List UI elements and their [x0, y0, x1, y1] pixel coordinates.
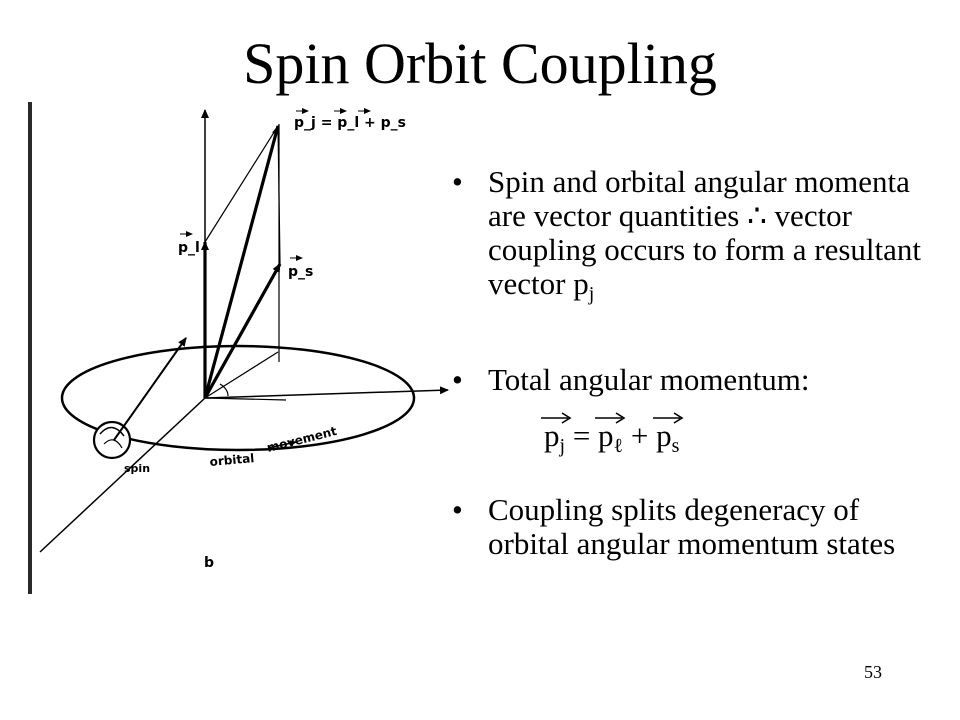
bullet-text: Coupling splits degeneracy of orbital an…: [488, 492, 896, 561]
spin-ball-stripe-2: [103, 439, 123, 449]
bullet-text: Spin and orbital angular momenta are vec…: [488, 164, 922, 301]
bullet-list: • Spin and orbital angular momenta are v…: [452, 165, 942, 561]
parallelogram-side-1: [204, 125, 279, 243]
y-axis: [39, 397, 206, 553]
spin-orbit-diagram: p_j = p_l + p_s p_l p_s spin orbital mov…: [28, 102, 460, 594]
label-spin: spin: [124, 462, 150, 475]
label-p-s-text: p_s: [288, 264, 313, 280]
bullet-dot: •: [452, 362, 463, 397]
label-p-l-text: p_l: [178, 240, 200, 256]
scan-edge: [28, 102, 32, 594]
bullet-dot: •: [452, 492, 463, 527]
bullet-subscript-j: j: [588, 283, 595, 305]
label-orbital: orbital: [209, 451, 255, 469]
plus-sign: +: [623, 418, 657, 453]
p-s-vector: [203, 263, 282, 399]
bullet-dot: •: [452, 164, 463, 199]
bullet-item-coupling: • Spin and orbital angular momenta are v…: [452, 165, 942, 311]
vector-arrow-icon: [595, 412, 626, 424]
label-panel-b: b: [204, 555, 214, 571]
parallelogram-side-2: [277, 125, 281, 265]
bullet-text: Total angular momentum:: [488, 362, 810, 397]
orbital-movement-arrow: [267, 440, 297, 449]
radius-line-2: [204, 397, 287, 401]
label-movement: movement: [265, 424, 338, 455]
x-axis: [204, 386, 449, 399]
equals-sign: =: [565, 418, 599, 453]
bullet-item-degeneracy: • Coupling splits degeneracy of orbital …: [452, 493, 942, 561]
vector-arrow-icon: [541, 412, 572, 424]
orbit-ellipse: [60, 344, 416, 452]
angle-arc: [219, 383, 229, 397]
vector-p-j: pj: [541, 412, 572, 463]
total-momentum-formula: pj = pℓ + ps: [452, 412, 942, 463]
bullet-item-total: • Total angular momentum:: [452, 363, 942, 397]
spin-orbit-diagram-svg: p_j = p_l + p_s p_l p_s spin orbital mov…: [28, 102, 449, 594]
vector-p-l: pℓ: [595, 412, 626, 463]
vector-arrow-icon: [653, 412, 684, 424]
spin-ball-stripe: [99, 426, 125, 437]
page-number: 53: [864, 662, 882, 682]
label-p-s: p_s: [288, 255, 313, 280]
spin-axis-arrow: [113, 337, 187, 441]
vector-p-s: ps: [653, 412, 684, 463]
radius-line-1: [204, 351, 279, 399]
label-p-l: p_l: [178, 231, 200, 256]
label-p-j-text: p_j = p_l + p_s: [294, 115, 406, 131]
slide-title: Spin Orbit Coupling: [243, 31, 717, 96]
label-p-j: p_j = p_l + p_s: [294, 108, 406, 131]
p-j-vector: [203, 125, 280, 399]
